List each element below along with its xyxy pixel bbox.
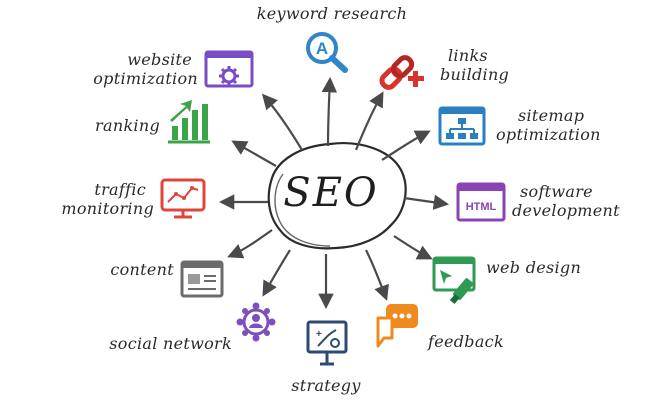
window-gear-icon (204, 50, 254, 88)
label-software-line-2: development (512, 201, 620, 220)
arrow-keyword (321, 76, 338, 147)
label-sitemap-line-2: optimization (496, 125, 601, 144)
arrow-software (403, 194, 450, 210)
label-ranking: ranking (95, 116, 160, 135)
arrow-sitemap (381, 130, 431, 161)
label-software-line-1: software (520, 182, 593, 201)
label-web-design: web design (486, 258, 582, 277)
arrow-content (227, 229, 273, 259)
arrow-social (262, 249, 291, 297)
label-social-network: social network (109, 334, 232, 353)
arrow-links (354, 91, 384, 151)
arrow-webdesign (393, 235, 433, 260)
sitemap-hierarchy-icon (438, 106, 486, 146)
speech-bubble-icon (376, 304, 418, 348)
arrow-ranking (231, 140, 277, 167)
label-links-line-2: building (440, 65, 510, 84)
label-links-line-1: links (448, 46, 488, 65)
label-traffic-line-1: traffic (94, 180, 146, 199)
arrow-website (261, 93, 303, 151)
arrow-feedback (365, 249, 389, 301)
label-content: content (110, 260, 174, 279)
design-window-brush-icon (432, 256, 476, 305)
label-links-building: links building (440, 46, 509, 84)
label-website-line-1: website (127, 50, 192, 69)
label-feedback: feedback (428, 332, 504, 351)
document-window-icon (180, 260, 224, 298)
label-website-optimization: website optimization (80, 50, 198, 88)
html-icon-text: HTML (466, 201, 497, 213)
label-sitemap-line-1: sitemap (518, 106, 585, 125)
label-keyword-research: keyword research (256, 4, 408, 23)
people-network-icon (236, 302, 276, 342)
chain-link-plus-icon (379, 55, 424, 90)
label-traffic-line-2: monitoring (61, 199, 154, 218)
label-software-development: software development (512, 182, 620, 220)
arrows (218, 76, 450, 310)
label-strategy: strategy (291, 376, 361, 395)
svg-text:+: + (316, 329, 322, 340)
center-cloud (267, 142, 407, 250)
center-label: SEO (283, 170, 379, 216)
monitor-line-graph-icon (160, 178, 206, 219)
label-website-line-2: optimization (93, 69, 198, 88)
svg-text:A: A (316, 39, 328, 58)
label-sitemap-optimization: sitemap optimization (496, 106, 601, 144)
label-traffic-monitoring: traffic monitoring (50, 180, 154, 218)
search-letter-a-icon: A (306, 32, 348, 73)
html-window-icon: HTML (456, 182, 506, 222)
presentation-board-icon: + (306, 320, 348, 366)
bar-chart-arrow-icon (168, 100, 210, 144)
